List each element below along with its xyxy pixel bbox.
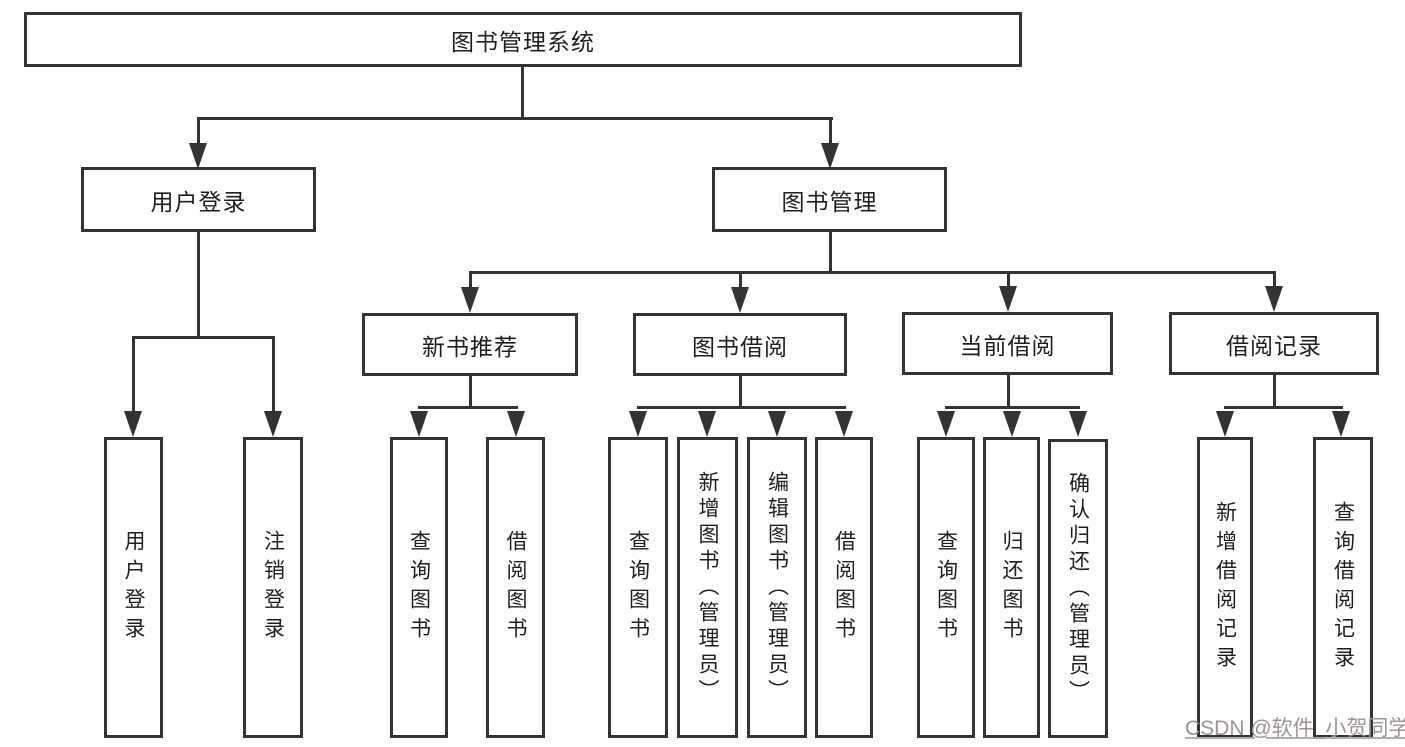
connector-line <box>197 117 833 120</box>
connector-line <box>945 406 1080 409</box>
arrow-down-icon <box>1069 411 1087 437</box>
arrow-down-icon <box>999 286 1017 312</box>
connector-line <box>132 336 275 339</box>
connector-line <box>739 375 742 409</box>
node-leaf-edit-book-admin: 编辑图书（管理员） <box>747 437 807 738</box>
node-user-login: 用户登录 <box>81 167 316 232</box>
arrow-down-icon <box>461 287 479 313</box>
node-leaf-query-book-recommend: 查询图书 <box>390 437 448 738</box>
connector-line <box>739 271 742 289</box>
arrow-down-icon <box>124 411 142 437</box>
arrow-down-icon <box>189 143 207 169</box>
arrow-down-icon <box>1216 411 1234 437</box>
node-borrowing-records: 借阅记录 <box>1169 312 1379 375</box>
connector-line <box>637 406 846 409</box>
node-leaf-logout: 注销登录 <box>243 437 303 738</box>
connector-line <box>418 406 518 409</box>
connector-line <box>469 271 472 289</box>
arrow-down-icon <box>768 411 786 437</box>
node-leaf-user-login: 用户登录 <box>104 437 163 738</box>
connector-line <box>1007 375 1010 409</box>
node-leaf-return-book: 归还图书 <box>983 437 1040 738</box>
connector-line <box>132 336 135 414</box>
connector-line <box>829 117 832 145</box>
node-leaf-add-book-admin: 新增图书（管理员） <box>677 437 738 738</box>
node-current-borrowing: 当前借阅 <box>902 312 1113 375</box>
csdn-watermark: CSDN @软件_小贺同学 <box>1185 717 1405 740</box>
connector-line <box>1273 271 1276 289</box>
arrow-down-icon <box>1332 411 1350 437</box>
node-leaf-query-borrow-record: 查询借阅记录 <box>1313 437 1373 738</box>
arrow-down-icon <box>821 143 839 169</box>
node-leaf-query-book-current: 查询图书 <box>917 437 975 738</box>
connector-line <box>521 67 524 118</box>
connector-line <box>829 232 832 274</box>
connector-line <box>469 375 472 409</box>
arrow-down-icon <box>410 411 428 437</box>
arrow-down-icon <box>629 411 647 437</box>
connector-line <box>1273 375 1276 409</box>
arrow-down-icon <box>698 411 716 437</box>
connector-line <box>197 232 200 339</box>
arrow-down-icon <box>937 411 955 437</box>
node-leaf-add-borrow-record: 新增借阅记录 <box>1197 437 1253 738</box>
node-leaf-borrow-book-recommend: 借阅图书 <box>486 437 545 738</box>
connector-line <box>197 117 200 145</box>
arrow-down-icon <box>731 287 749 313</box>
connector-line <box>469 271 1276 274</box>
arrow-down-icon <box>1265 286 1283 312</box>
node-book-borrowing: 图书借阅 <box>633 313 847 376</box>
connector-line <box>272 336 275 414</box>
connector-line <box>1224 406 1343 409</box>
node-leaf-borrow-book: 借阅图书 <box>815 437 873 738</box>
node-leaf-confirm-return-admin: 确认归还（管理员） <box>1048 439 1108 738</box>
node-book-management: 图书管理 <box>712 167 947 232</box>
arrow-down-icon <box>835 411 853 437</box>
arrow-down-icon <box>1003 411 1021 437</box>
arrow-down-icon <box>264 411 282 437</box>
connector-line <box>1007 271 1010 289</box>
node-root-library-management-system: 图书管理系统 <box>24 12 1022 67</box>
node-new-book-recommend: 新书推荐 <box>362 313 578 376</box>
node-leaf-query-book-borrowing: 查询图书 <box>608 437 668 738</box>
arrow-down-icon <box>507 411 525 437</box>
